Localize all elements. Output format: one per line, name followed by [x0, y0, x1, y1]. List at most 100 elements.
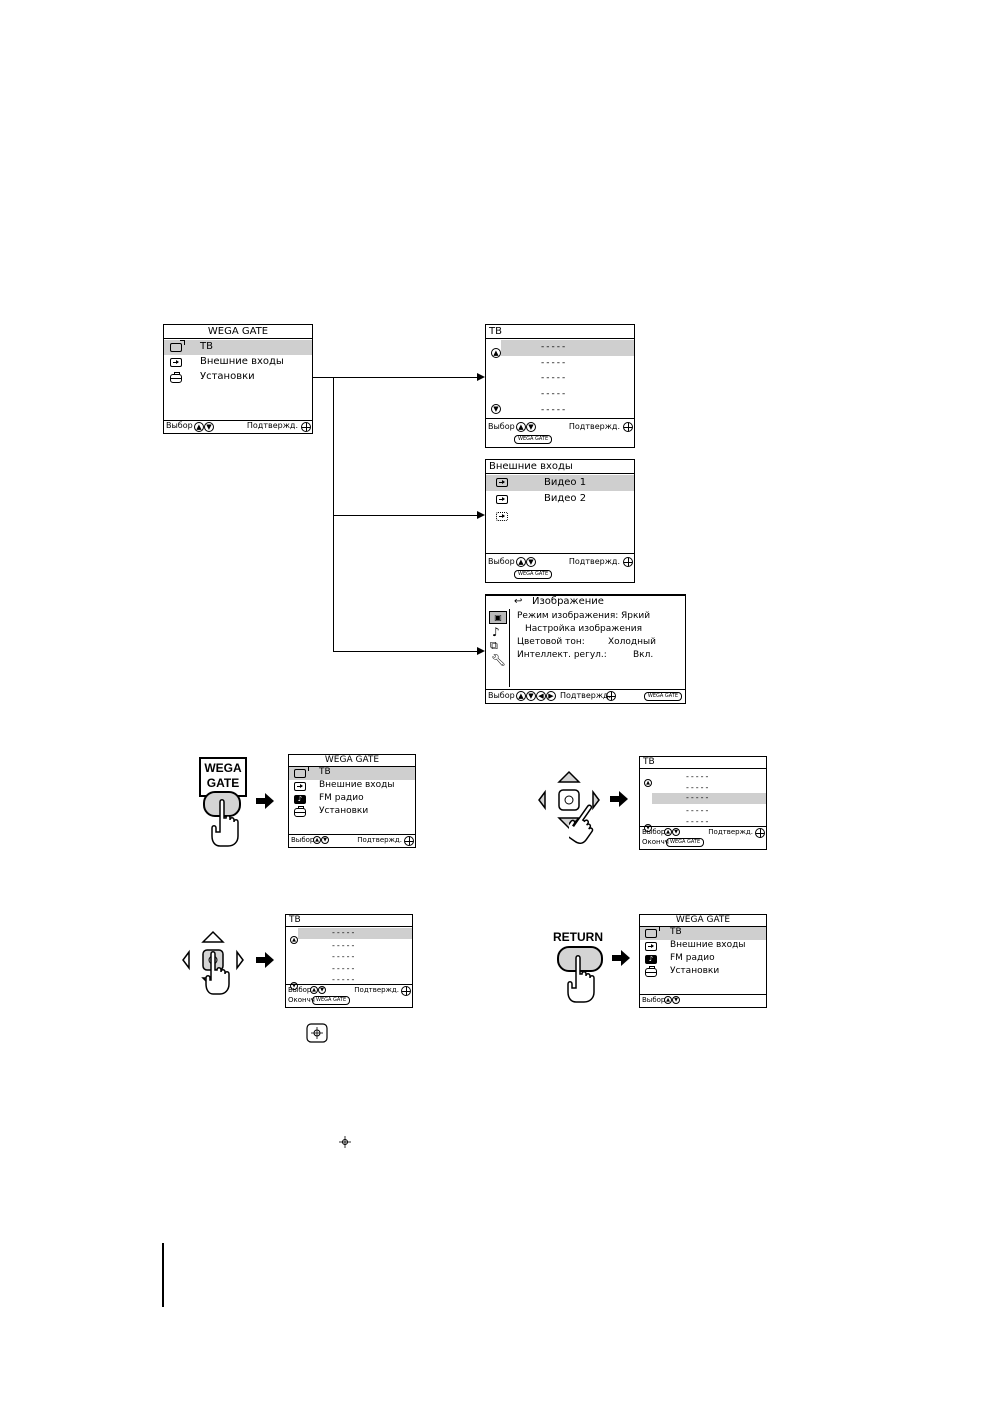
- footer-confirm-label: Подтвержд.: [568, 422, 620, 431]
- channel-placeholder: -----: [686, 817, 711, 826]
- arrow-head-icon: [477, 373, 485, 381]
- input-item-video1[interactable]: Видео 1: [486, 475, 634, 491]
- footer-select-label: Выбор: [291, 836, 315, 844]
- connector-line: [313, 377, 478, 378]
- menu-item-inputs[interactable]: Внешние входы: [289, 780, 415, 793]
- sound-category-icon[interactable]: ♪: [492, 625, 500, 639]
- footer-confirm-label: Подтвержд.: [354, 986, 399, 994]
- channel-row[interactable]: ▼ -----: [486, 404, 634, 419]
- setting-label[interactable]: Интеллект. регул.:: [517, 650, 607, 660]
- menu-item-label: Внешние входы: [319, 780, 395, 790]
- key-label: WEGA: [204, 761, 242, 775]
- menu-item-tv[interactable]: ТВ: [640, 926, 766, 940]
- menu-title: WEGA GATE: [164, 325, 312, 339]
- scroll-up-icon: ▲: [491, 342, 501, 361]
- footer-exit-label: Окончч: [642, 838, 669, 846]
- menu-title: WEGA GATE: [289, 755, 415, 767]
- setting-label[interactable]: Настройка изображения: [525, 624, 643, 634]
- scroll-down-icon: ▼: [491, 404, 501, 415]
- wega-gate-key[interactable]: WEGA GATE: [199, 757, 247, 797]
- channel-placeholder: -----: [686, 793, 711, 802]
- category-sidebar: ▣ ♪ ⧉ 🔧︎: [486, 609, 510, 687]
- wega-gate-badge: WEGA GATE: [514, 570, 553, 579]
- menu-item-setup[interactable]: Установки: [640, 966, 766, 979]
- channel-placeholder: -----: [541, 373, 568, 383]
- input-item-video2[interactable]: Видео 2: [486, 492, 634, 507]
- menu-title: Внешние входы: [486, 460, 634, 474]
- menu-title: Изображение: [532, 596, 604, 607]
- channel-placeholder: -----: [332, 941, 357, 950]
- setting-label[interactable]: Цветовой тон:: [517, 637, 585, 647]
- menu-item-setup[interactable]: Установки: [289, 806, 415, 819]
- footer-confirm-label: Подтвержд.: [708, 828, 753, 836]
- enter-icon: [623, 422, 633, 432]
- input-icon: [496, 495, 508, 504]
- enter-icon: [401, 986, 411, 996]
- screen-category-icon[interactable]: ⧉: [490, 639, 498, 652]
- menu-footer: Выбор ▲▼ Подтвержд.: [164, 420, 312, 433]
- menu-item-tv[interactable]: ТВ: [289, 766, 415, 780]
- menu-title: ТВ: [640, 757, 766, 769]
- menu-item-fm[interactable]: ♪ FM радио: [289, 793, 415, 806]
- setup-wrench-icon[interactable]: 🔧︎: [491, 653, 507, 667]
- return-icon: ↩: [514, 596, 523, 607]
- up-down-icons: ▲▼: [194, 422, 214, 432]
- input-icon: [294, 782, 306, 791]
- setting-label[interactable]: Режим изображения:: [517, 611, 619, 621]
- footer-confirm-label: Подтвержд.: [357, 836, 402, 844]
- menu-item-inputs[interactable]: Внешние входы: [640, 940, 766, 953]
- pointing-hand-icon: [569, 804, 594, 845]
- footer-select-label: Выбор: [488, 557, 515, 566]
- footer-select-label: Выбор: [642, 996, 666, 1004]
- menu-title: ТВ: [486, 325, 634, 339]
- menu-title-bar: ↩ Изображение: [486, 595, 685, 607]
- footer-exit-label: Окончч: [288, 996, 315, 1004]
- channel-row[interactable]: -----: [486, 388, 634, 403]
- channel-placeholder: -----: [541, 342, 568, 352]
- scroll-up-icon: ▲: [290, 929, 298, 948]
- enter-icon: [606, 691, 616, 701]
- menu-footer: Выбор ▲▼: [640, 994, 766, 1007]
- pointing-hand-icon: [567, 955, 595, 1003]
- menu-item-setup[interactable]: Установки: [164, 371, 312, 386]
- enter-button-icon: [306, 1023, 328, 1043]
- enter-icon: [301, 422, 311, 432]
- channel-row-selected[interactable]: -----: [652, 793, 766, 804]
- enter-icon: [755, 828, 765, 838]
- up-down-icons: ▲▼: [516, 557, 536, 567]
- channel-row[interactable]: -----: [486, 357, 634, 372]
- menu-footer: Выбор ▲▼ Подтвержд. Окончч WEGA GATE: [640, 826, 766, 849]
- menu-item-fm[interactable]: ♪ FM радио: [640, 953, 766, 966]
- channel-placeholder: -----: [686, 783, 711, 792]
- step1-menu: WEGA GATE ТВ Внешние входы ♪ FM радио Ус…: [288, 754, 416, 848]
- tv-menu: ТВ ----- ▲ ----- ----- ----- ▼ ----- Выб…: [485, 324, 635, 448]
- connector-line: [333, 377, 334, 652]
- margin-rule: [162, 1243, 164, 1307]
- channel-placeholder: -----: [686, 806, 711, 815]
- menu-item-label: FM радио: [319, 793, 364, 803]
- menu-footer: Выбор ▲▼ Подтвержд. WEGA GATE: [486, 418, 634, 447]
- scroll-up-icon: ▲: [644, 772, 652, 791]
- menu-item-inputs[interactable]: Внешние входы: [164, 356, 312, 371]
- channel-row-selected[interactable]: -----: [298, 928, 412, 939]
- picture-menu: ↩ Изображение ▣ ♪ ⧉ 🔧︎ Режим изображения…: [485, 594, 686, 704]
- input-item-dotted[interactable]: [486, 509, 634, 524]
- input-label: Видео 1: [544, 477, 587, 488]
- channel-row[interactable]: -----: [501, 340, 634, 356]
- up-down-icons: ▲▼: [664, 828, 680, 836]
- input-icon: [170, 358, 182, 367]
- connector-line: [333, 515, 478, 516]
- footer-select-label: Выбор: [642, 828, 666, 836]
- up-down-icons: ▲▼: [313, 836, 329, 844]
- input-icon: [496, 478, 508, 487]
- menu-item-tv[interactable]: ТВ: [164, 340, 312, 355]
- fm-radio-icon: ♪: [645, 955, 657, 964]
- connector-line: [333, 651, 478, 652]
- setting-value: Яркий: [621, 611, 651, 621]
- inputs-menu: Внешние входы Видео 1 Видео 2 Выбор ▲▼ П…: [485, 459, 635, 583]
- channel-row[interactable]: -----: [486, 372, 634, 387]
- tv-icon: [645, 926, 660, 938]
- picture-category-icon[interactable]: ▣: [489, 611, 507, 624]
- up-down-icons: ▲▼: [516, 422, 536, 432]
- channel-placeholder: -----: [541, 358, 568, 368]
